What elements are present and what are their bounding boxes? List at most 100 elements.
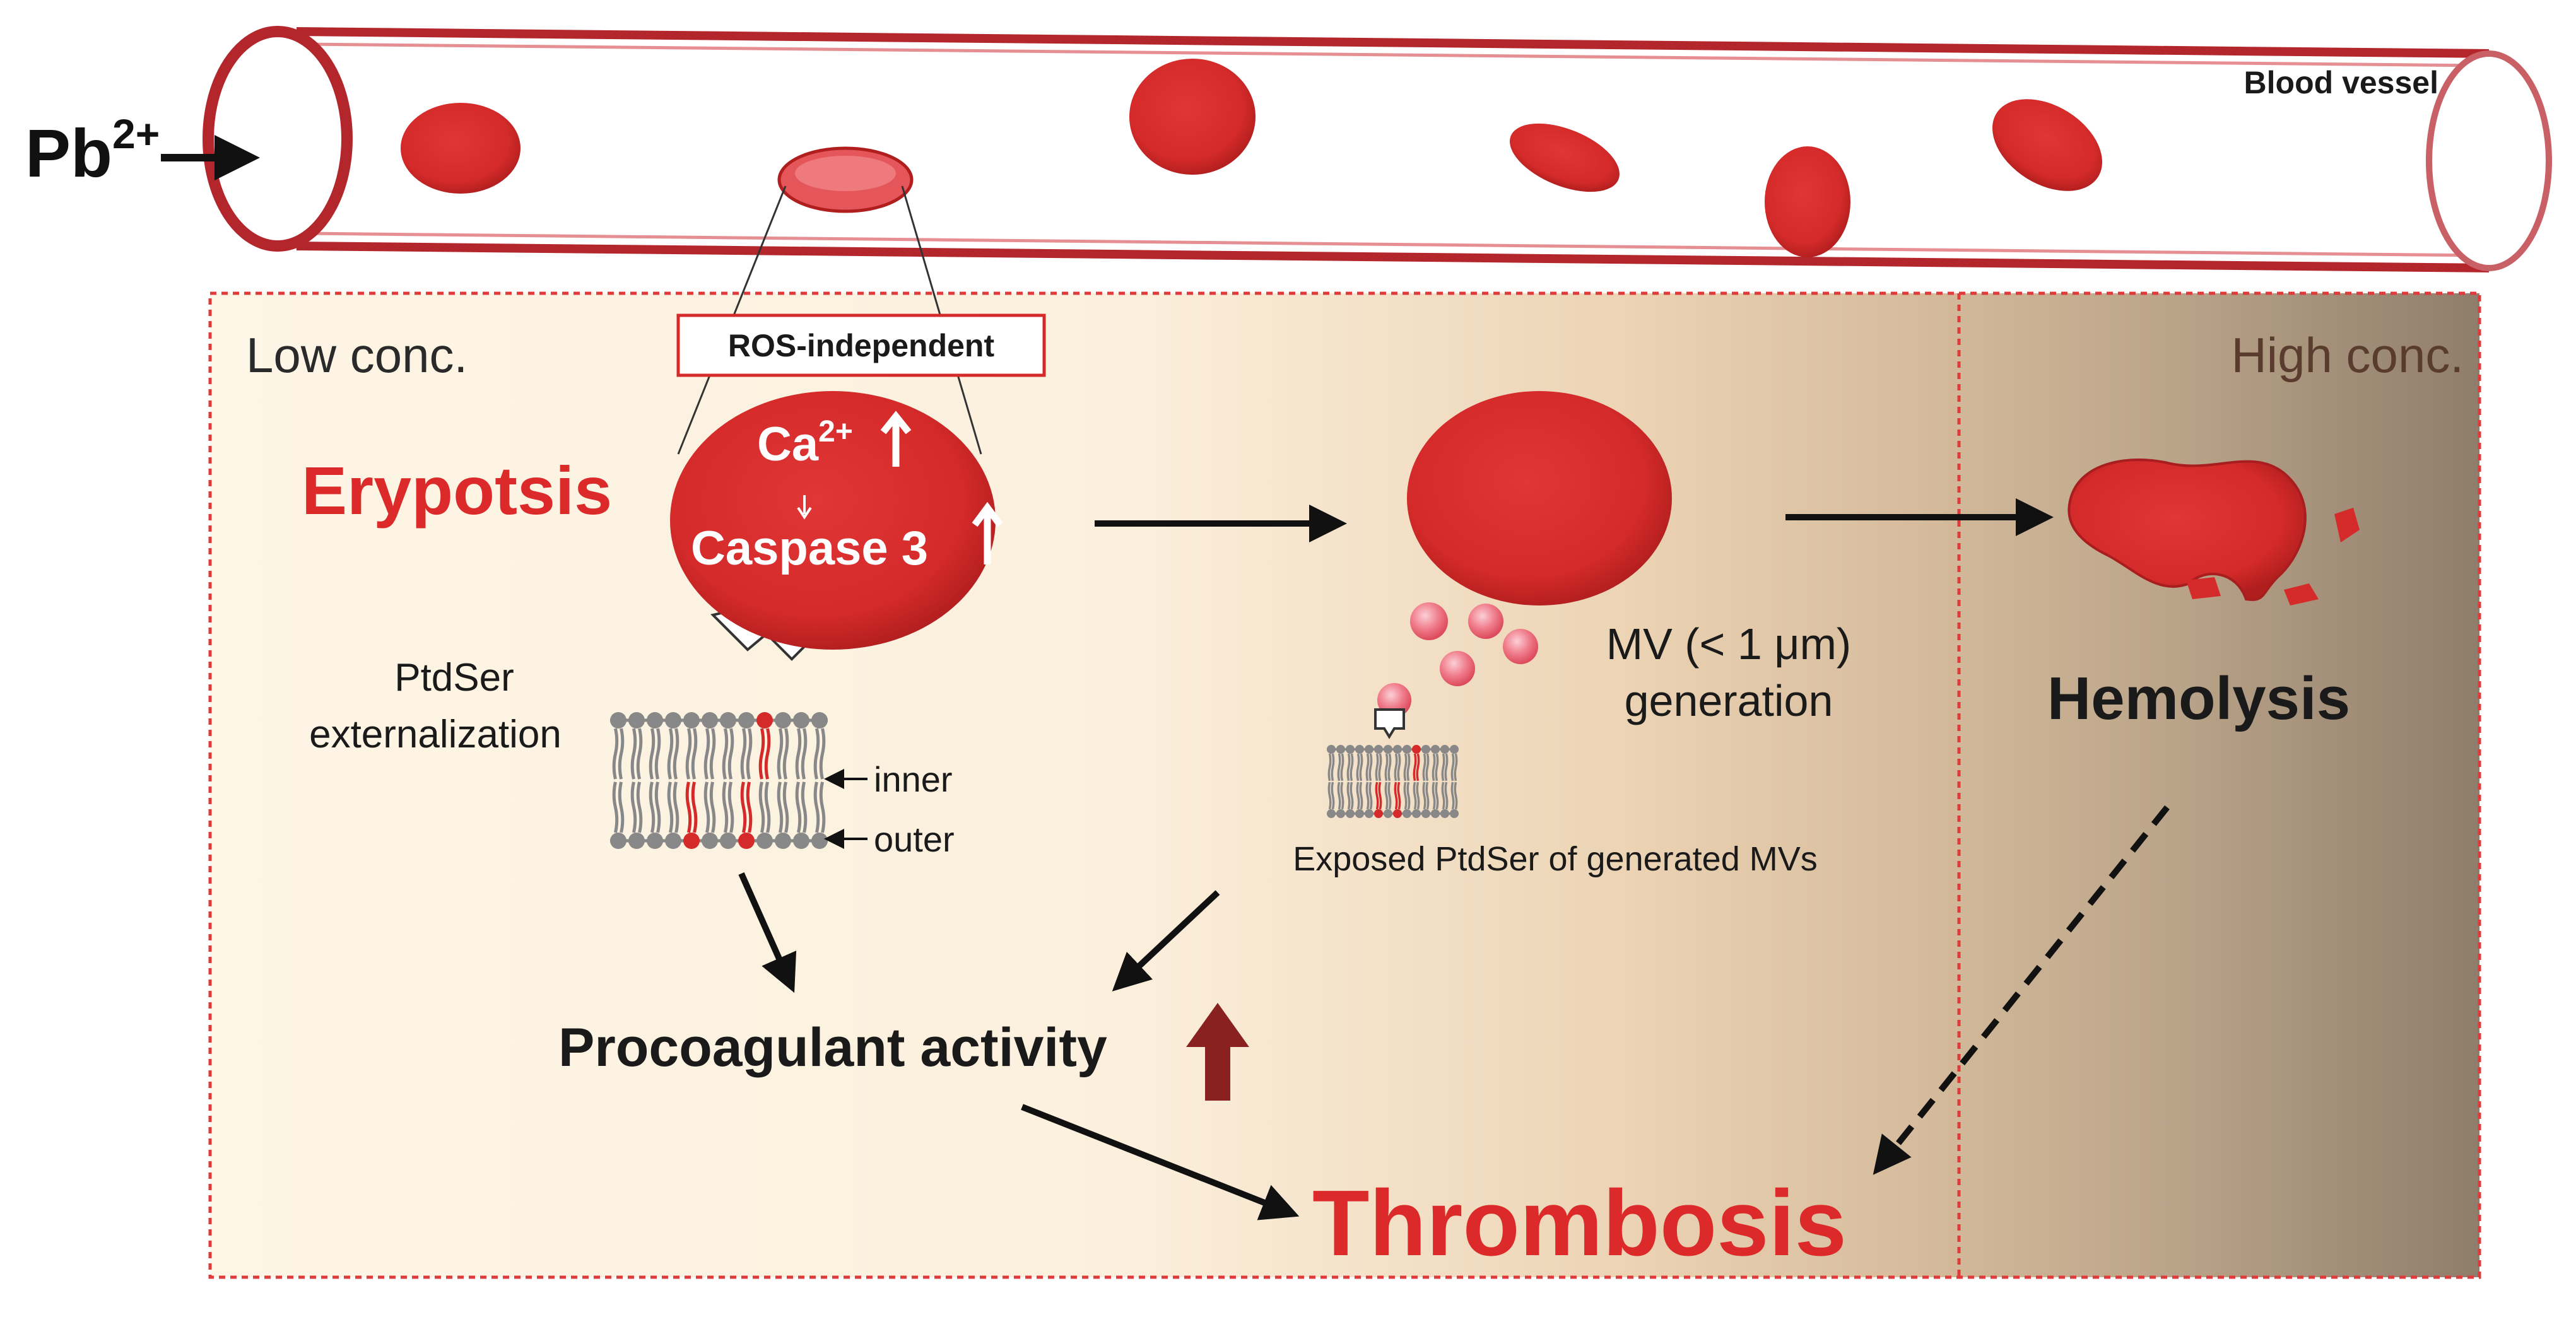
lipid-head — [1450, 809, 1459, 818]
lipid-tail — [1331, 753, 1335, 781]
inner-label: inner — [874, 759, 953, 799]
lipid-tail — [685, 781, 692, 833]
lipid-tail — [777, 781, 784, 833]
lipid-head — [1374, 745, 1383, 754]
lipid-head — [1421, 809, 1430, 818]
lipid-head — [1440, 809, 1449, 818]
lipid-tail — [1387, 781, 1392, 810]
lipid-tail — [691, 728, 698, 780]
lipid-tail — [1435, 781, 1439, 810]
erypotsis-title: Erypotsis — [302, 452, 612, 529]
lipid-tail — [1450, 781, 1455, 810]
lipid-head — [1384, 745, 1392, 754]
lipid-tail — [1416, 781, 1420, 810]
lipid-tail — [1397, 753, 1401, 781]
lipid-tail — [1331, 781, 1335, 810]
lipid-tail — [1422, 753, 1426, 781]
lipid-tail — [722, 728, 729, 780]
lipid-tail — [1406, 753, 1411, 781]
lipid-head — [1346, 809, 1355, 818]
lipid-tail — [654, 728, 661, 780]
ros-independent-box — [676, 313, 1046, 377]
lipid-head — [1421, 745, 1430, 754]
lipid-head — [1327, 809, 1336, 818]
lipid-tail — [1422, 781, 1426, 810]
lipid-head — [756, 712, 773, 728]
lipid-tail — [667, 781, 674, 833]
lipid-head — [720, 833, 736, 849]
lipid-tail — [1350, 753, 1354, 781]
lipid-head — [1384, 809, 1392, 818]
lipid-head — [647, 833, 663, 849]
lipid-tail — [1365, 781, 1370, 810]
lipid-head — [1327, 745, 1336, 754]
lipid-head — [1431, 745, 1440, 754]
lipid-tail — [1359, 753, 1363, 781]
hemolysis-to-thrombosis-arrow — [1873, 805, 2170, 1175]
lipid-tail — [740, 728, 747, 780]
outer-label: outer — [874, 819, 955, 859]
lipid-head — [1346, 745, 1355, 754]
rbc-fragment — [2186, 577, 2221, 599]
lipid-tail — [782, 728, 789, 780]
lipid-tail — [1365, 753, 1370, 781]
lipid-head — [610, 712, 626, 728]
rbc-fragment — [2284, 583, 2319, 605]
lipid-head — [1440, 745, 1449, 754]
lipid-tail — [703, 781, 710, 833]
lipid-tail — [1378, 781, 1382, 810]
lipid-head — [1365, 809, 1373, 818]
lipid-tail — [630, 781, 637, 833]
lipid-head — [702, 712, 718, 728]
lipid-tail — [1435, 753, 1439, 781]
lipid-head — [738, 712, 755, 728]
lipid-tail — [1375, 781, 1379, 810]
lipid-tail — [1441, 753, 1445, 781]
lipid-tail — [1384, 753, 1389, 781]
lipid-tail — [1394, 781, 1398, 810]
blood-vessel-label: Blood vessel — [2244, 65, 2438, 100]
lipid-head — [1403, 745, 1411, 754]
lipid-tail — [1454, 753, 1458, 781]
lipid-tail — [1356, 753, 1360, 781]
lipid-tail — [673, 781, 679, 833]
lipid-tail — [618, 781, 625, 833]
ca-to-caspase-arrow-icon — [797, 495, 812, 520]
lipid-head — [1336, 745, 1345, 754]
lipid-tail — [612, 781, 619, 833]
lipid-tail — [819, 728, 826, 780]
lipid-tail — [1340, 781, 1344, 810]
lipid-tail — [1413, 753, 1417, 781]
microvesicle — [1410, 602, 1448, 640]
lipid-tail — [649, 728, 656, 780]
lipid-tail — [782, 781, 789, 833]
lipid-tail — [727, 728, 734, 780]
caspase-up-arrow-icon — [972, 501, 1003, 564]
erypotsis-cell — [670, 391, 996, 650]
ca-charge: 2+ — [818, 415, 853, 448]
lipid-tail — [1406, 781, 1411, 810]
lipid-tail — [740, 781, 747, 833]
lipid-tail — [1375, 753, 1379, 781]
lipid-tail — [1337, 753, 1341, 781]
lipid-bilayer-small — [1327, 745, 1459, 818]
exposed-ptdser-label: Exposed PtdSer of generated MVs — [1293, 840, 1818, 878]
mv-source-cell — [1407, 391, 1672, 605]
lipid-head — [738, 833, 755, 849]
lipid-tail — [1346, 753, 1351, 781]
rbc-fragment — [2334, 508, 2360, 542]
pb-ion-charge: 2+ — [112, 110, 160, 157]
microvesicle — [1440, 651, 1475, 686]
lipid-tail — [1432, 753, 1436, 781]
lipid-tail — [1444, 753, 1449, 781]
lipid-tail — [1432, 781, 1436, 810]
mv-label-line2: generation — [1625, 676, 1833, 725]
lipid-head — [628, 833, 645, 849]
lipid-tail — [1327, 781, 1332, 810]
lipid-tail — [1368, 753, 1373, 781]
panel-background — [208, 291, 2481, 1279]
procoagulant-to-thrombosis-arrow — [1021, 1104, 1300, 1220]
lipid-tail — [1454, 781, 1458, 810]
lipid-tail — [1416, 753, 1420, 781]
caspase-label: Caspase 3 — [691, 522, 928, 575]
